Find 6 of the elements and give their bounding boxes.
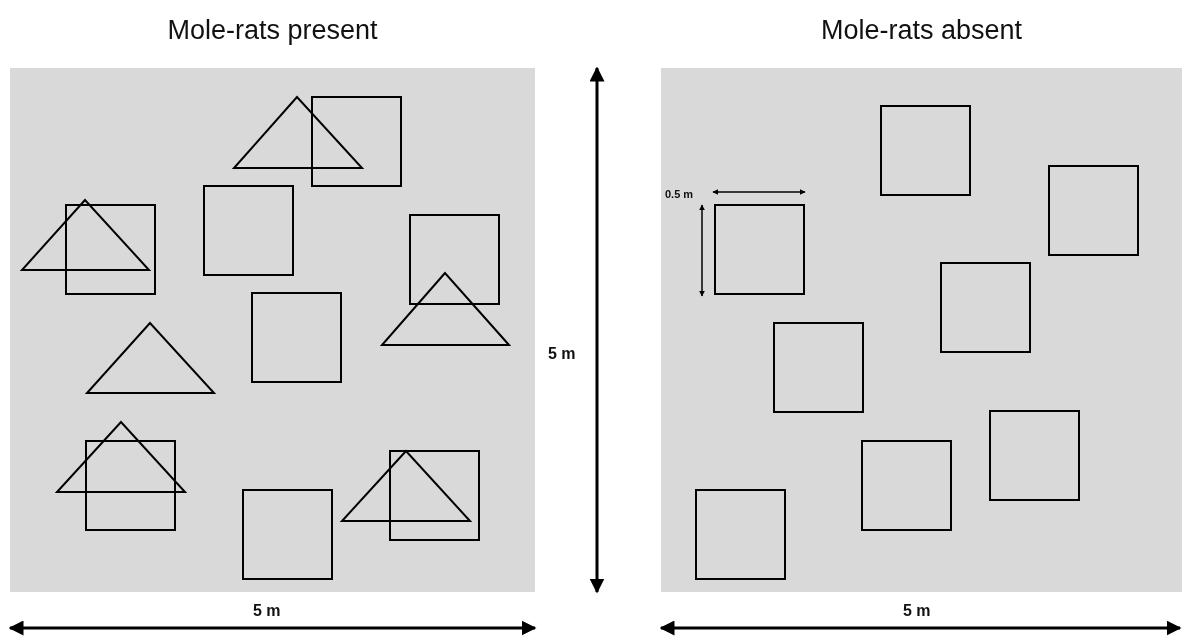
panel-heading: Mole-rats present: [167, 14, 378, 47]
dimension-label: 5 m: [903, 602, 931, 620]
panel-heading: Mole-rats absent: [820, 14, 1023, 47]
dimension-label: 0.5 m: [665, 188, 694, 200]
dimension-label: 5 m: [548, 345, 576, 363]
dimension-label: 5 m: [253, 602, 281, 620]
